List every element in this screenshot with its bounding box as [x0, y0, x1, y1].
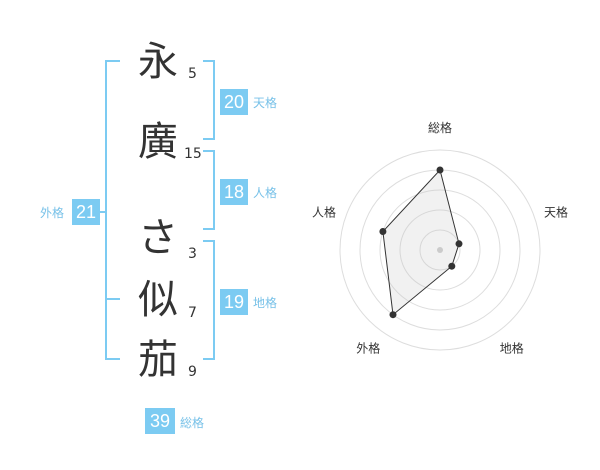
radar-point-2	[455, 240, 463, 248]
soukaku-label: 総格	[180, 416, 205, 430]
radar-axis-label-3: 地格	[500, 341, 524, 356]
radar-point-3	[448, 262, 456, 270]
radar-axis-label-4: 外格	[356, 341, 380, 356]
gaikaku-bracket-bottom	[105, 358, 120, 360]
chikaku-bracket-vertical	[213, 240, 215, 360]
tenkaku-label: 天格	[253, 96, 278, 110]
tenkaku-bracket-vertical	[213, 60, 215, 140]
gaikaku-bracket-top	[105, 60, 120, 62]
radar-axis-label-5: 人格	[312, 204, 336, 219]
chikaku-value: 19	[220, 289, 248, 315]
tenkaku-bracket-bottom	[203, 138, 215, 140]
jinkaku-bracket-top	[203, 150, 215, 152]
jinkaku-bracket-bottom	[203, 228, 215, 230]
radar-axis-label-1: 総格	[428, 120, 452, 135]
jinkaku-label: 人格	[253, 186, 278, 200]
soukaku-value: 39	[145, 408, 175, 434]
stroke-count-5: 9	[188, 364, 197, 380]
stroke-count-3: 3	[188, 246, 197, 262]
radar-area	[382, 168, 460, 316]
stroke-count-1: 5	[188, 66, 197, 82]
tenkaku-value: 20	[220, 89, 248, 115]
tenkaku-bracket-top	[203, 60, 215, 62]
jinkaku-bracket-vertical	[213, 150, 215, 230]
stroke-count-2: 15	[184, 146, 202, 162]
stroke-count-4: 7	[188, 305, 197, 321]
name-char-4: 似	[138, 277, 178, 323]
name-char-1: 永	[138, 39, 178, 85]
radar-point-5	[379, 228, 387, 235]
radar-center-dot	[437, 247, 443, 253]
radar-point-1	[436, 166, 444, 174]
radar-axis-label-2: 天格	[544, 204, 568, 219]
gaikaku-bracket-mid	[105, 298, 120, 300]
gaikaku-label: 外格	[40, 206, 65, 220]
chikaku-bracket-top	[203, 240, 215, 242]
gaikaku-bracket-tick	[98, 211, 106, 213]
gaikaku-value: 21	[72, 199, 100, 225]
radar-point-4	[389, 311, 397, 319]
name-char-3: さ	[138, 215, 178, 261]
name-char-5: 茄	[138, 337, 178, 383]
name-char-2: 廣	[138, 119, 178, 165]
jinkaku-value: 18	[220, 179, 248, 205]
gaikaku-bracket-vertical	[105, 60, 107, 360]
chikaku-bracket-bottom	[203, 358, 215, 360]
chikaku-label: 地格	[253, 296, 278, 310]
